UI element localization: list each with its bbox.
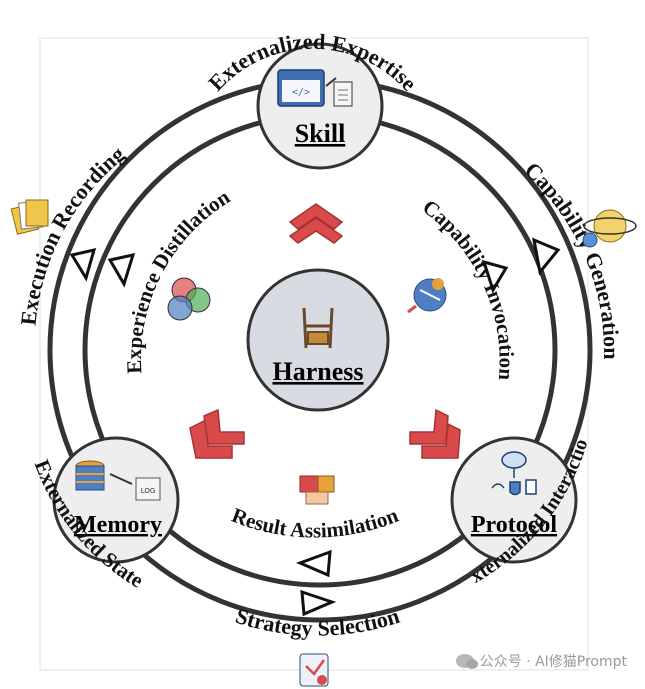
protocol-label: Protocol	[471, 512, 558, 538]
chevron-lower-right-icon	[409, 408, 461, 459]
network-icon	[582, 209, 637, 248]
memory-label: Memory	[74, 512, 162, 538]
cloud-security-icon	[491, 451, 537, 496]
harness-icon	[302, 307, 334, 349]
protocol-node	[450, 436, 578, 564]
harness-label: Harness	[273, 357, 364, 386]
label-result-assimilation: Result Assimilation	[229, 503, 402, 543]
wechat-icon	[455, 654, 478, 669]
skill-label: Skill	[295, 119, 346, 148]
arrow-strategy-selection	[300, 589, 337, 617]
arrow-experience-distillation	[107, 252, 136, 288]
chevron-up-icon	[288, 203, 344, 244]
svg-text:LOG: LOG	[141, 487, 156, 495]
watermark: 公众号 · AI修猫Prompt	[455, 651, 627, 671]
watermark-text: 公众号 · AI修猫Prompt	[479, 654, 627, 670]
venn-icon	[167, 277, 211, 321]
chevron-lower-left-icon	[189, 408, 245, 459]
strategy-icon	[299, 653, 329, 687]
arrow-execution-recording	[69, 247, 97, 282]
puzzle-hands-icon	[299, 475, 335, 505]
database-log-icon: LOG	[75, 460, 161, 501]
rocket-bulb-icon	[407, 278, 447, 314]
file-stack-icon	[10, 199, 49, 235]
code-window-icon: </>	[277, 69, 353, 107]
arrow-result-assimilation	[295, 549, 332, 578]
arrow-capability-generation	[532, 237, 561, 276]
svg-text:</>: </>	[292, 87, 310, 98]
arrow-capability-invocation	[481, 259, 509, 294]
label-execution-recording: Execution Recording	[16, 141, 130, 326]
